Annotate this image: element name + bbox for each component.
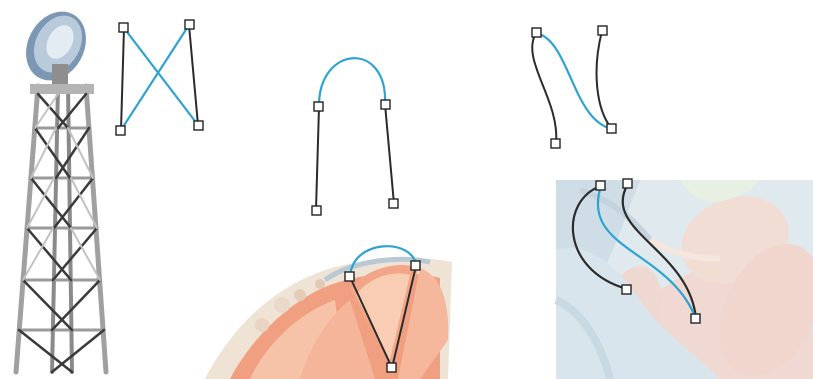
connection-node[interactable]	[551, 139, 560, 148]
connector-line-black	[316, 107, 319, 210]
connection-node[interactable]	[411, 261, 420, 270]
connection-node[interactable]	[194, 121, 203, 130]
connection-node[interactable]	[119, 23, 128, 32]
connector-line-blue	[124, 28, 198, 125]
connection-node[interactable]	[532, 28, 541, 37]
connector-line-black	[121, 28, 124, 130]
connector-line-blue	[121, 25, 189, 130]
connection-node[interactable]	[185, 20, 194, 29]
connector-curve-blue	[319, 58, 385, 107]
pastel-pattern-illustration	[556, 179, 813, 379]
connector-line-black	[385, 104, 394, 204]
radio-tower-illustration	[14, 1, 106, 372]
connector-curve-blue	[536, 33, 612, 129]
connector-curve-black	[532, 33, 556, 143]
connection-node[interactable]	[314, 102, 323, 111]
connector-curve-black	[597, 31, 612, 129]
arch-connector-example	[312, 58, 398, 215]
s-curve-connector-example	[532, 26, 616, 148]
crossing-connectors-example	[116, 20, 203, 135]
connection-node[interactable]	[596, 181, 605, 190]
connection-node[interactable]	[622, 285, 631, 294]
connection-node[interactable]	[607, 124, 616, 133]
connector-line-black	[189, 25, 198, 125]
connection-node[interactable]	[389, 199, 398, 208]
connection-node[interactable]	[345, 272, 354, 281]
connection-node[interactable]	[623, 179, 632, 188]
connection-node[interactable]	[691, 314, 700, 323]
orange-slice-illustration	[205, 246, 452, 379]
connection-node[interactable]	[387, 363, 396, 372]
connection-node[interactable]	[312, 206, 321, 215]
satellite-dish-icon	[14, 1, 97, 91]
connection-node[interactable]	[598, 26, 607, 35]
tower-lattice	[16, 84, 106, 372]
connection-node[interactable]	[116, 126, 125, 135]
connection-node[interactable]	[381, 100, 390, 109]
